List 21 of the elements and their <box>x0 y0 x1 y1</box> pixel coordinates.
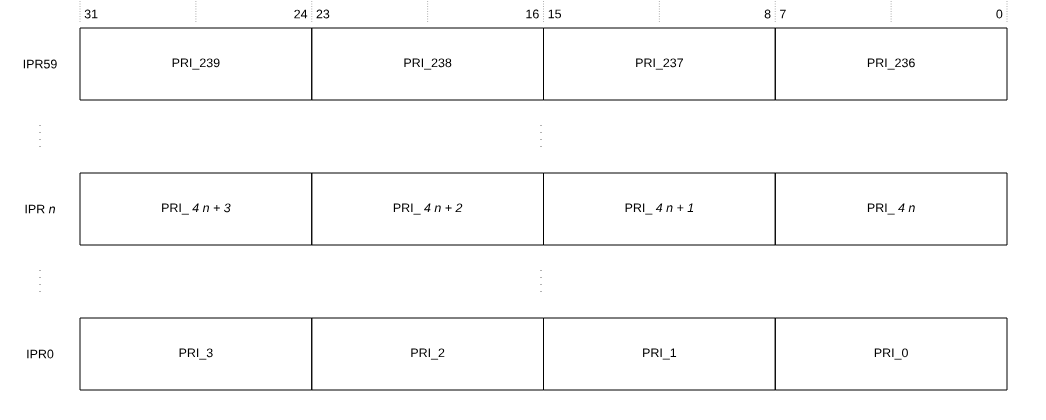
field-cell: PRI_ 4 n + 2 <box>311 172 544 246</box>
field-cell: PRI_237 <box>543 27 776 101</box>
field-cell: PRI_ 4 n + 1 <box>543 172 776 246</box>
bit-number: 23 <box>316 9 330 19</box>
bit-number: 16 <box>526 9 539 19</box>
bit-number: 8 <box>764 9 771 19</box>
field-cell: PRI_3 <box>79 317 313 391</box>
register-name: IPR n <box>25 204 55 214</box>
field-cell: PRI_ 4 n <box>774 172 1008 246</box>
bit-number: 15 <box>548 9 562 19</box>
field-cell: PRI_ 4 n + 3 <box>79 172 313 246</box>
register-name: IPR0 <box>27 349 54 359</box>
bit-number: 24 <box>294 9 308 19</box>
field-cell: PRI_239 <box>79 27 313 101</box>
field-cell: PRI_236 <box>774 27 1008 101</box>
field-cell: PRI_238 <box>311 27 544 101</box>
register-name: IPR59 <box>23 59 57 69</box>
field-cell: PRI_0 <box>774 317 1008 391</box>
field-cell: PRI_2 <box>311 317 544 391</box>
bit-number: 7 <box>780 9 786 19</box>
field-cell: PRI_1 <box>543 317 776 391</box>
